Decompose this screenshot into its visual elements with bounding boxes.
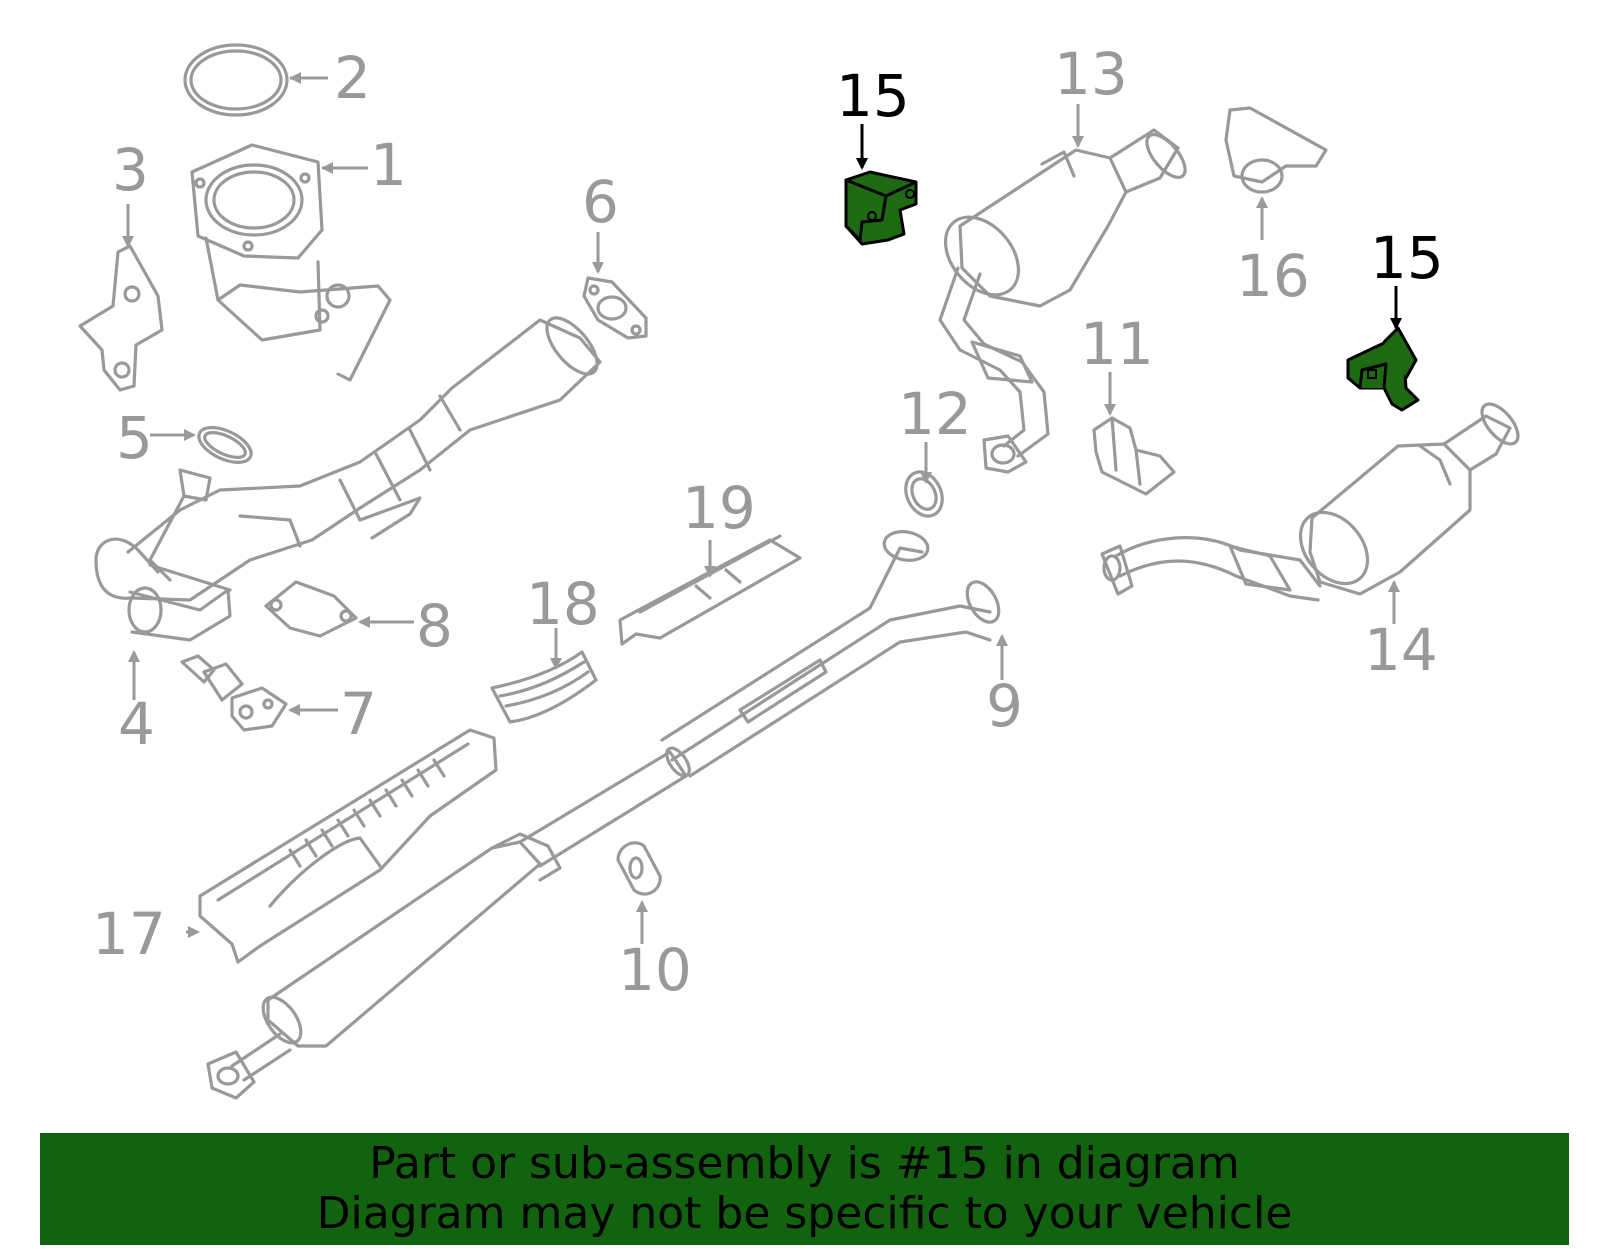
- callout-19: 19: [682, 474, 756, 542]
- part-15-bracket-right: [1346, 326, 1420, 412]
- info-banner: Part or sub-assembly is #15 in diagram D…: [40, 1133, 1569, 1245]
- callout-15-right: 15: [1370, 224, 1444, 292]
- callout-3: 3: [112, 136, 149, 204]
- part-9-center-pipe: [660, 530, 1001, 778]
- callout-1: 1: [370, 131, 407, 199]
- part-main-muffler-pipe: [206, 746, 691, 1100]
- arrowhead-4: [128, 650, 140, 662]
- part-12-gasket: [904, 470, 944, 518]
- callout-4: 4: [118, 690, 155, 758]
- part-11-bracket: [1092, 416, 1176, 496]
- arrowhead-17: [188, 926, 200, 938]
- callout-8: 8: [416, 592, 453, 660]
- part-17-heat-shield: [198, 728, 498, 964]
- callout-16: 16: [1236, 242, 1310, 310]
- arrowhead-9: [996, 634, 1008, 646]
- leader-lines: [122, 72, 1402, 944]
- callout-14: 14: [1364, 616, 1438, 684]
- callout-13: 13: [1054, 40, 1128, 108]
- callout-12: 12: [898, 380, 972, 448]
- part-4-front-pipe: [94, 316, 602, 642]
- callout-18: 18: [526, 570, 600, 638]
- arrowhead-18: [550, 658, 562, 670]
- arrowhead-7: [288, 704, 300, 716]
- banner-line-2: Diagram may not be specific to your vehi…: [316, 1188, 1293, 1239]
- callout-11: 11: [1080, 310, 1154, 378]
- part-1-catalytic-converter: [190, 143, 392, 382]
- arrowhead-11: [1104, 404, 1116, 416]
- callout-6: 6: [582, 168, 619, 236]
- arrowhead-15a: [856, 158, 868, 170]
- part-10-hanger: [616, 841, 662, 896]
- arrowhead-6: [592, 262, 604, 274]
- part-15-bracket-left: [844, 170, 918, 246]
- callout-5: 5: [116, 404, 153, 472]
- part-7-sensor: [180, 654, 288, 732]
- banner-line-1: Part or sub-assembly is #15 in diagram: [369, 1138, 1240, 1189]
- arrowhead-15b: [1390, 318, 1402, 330]
- arrowhead-13: [1072, 136, 1084, 148]
- arrowhead-3: [122, 236, 134, 248]
- part-8-bracket: [264, 580, 358, 638]
- callout-15-left: 15: [836, 62, 910, 130]
- arrowhead-5: [184, 429, 196, 441]
- arrowhead-14: [1388, 580, 1400, 592]
- arrowhead-16: [1256, 196, 1268, 208]
- part-5-gasket: [197, 426, 253, 464]
- callout-2: 2: [334, 44, 371, 112]
- part-16-finisher: [1224, 106, 1328, 194]
- arrowhead-10: [636, 900, 648, 912]
- arrowhead-1: [321, 162, 333, 174]
- part-18-heat-shield: [490, 650, 598, 724]
- callout-10: 10: [618, 936, 692, 1004]
- part-14-rear-muffler: [1100, 402, 1520, 602]
- part-2-gasket: [183, 43, 289, 117]
- arrowhead-2: [289, 72, 301, 84]
- part-13-rear-muffler: [938, 128, 1187, 474]
- callout-9: 9: [986, 672, 1023, 740]
- callout-17: 17: [92, 900, 166, 968]
- part-3-bracket: [78, 244, 164, 392]
- callout-7: 7: [340, 680, 377, 748]
- callout-labels: 1 2 3 4 5 6 7 8 9 10 11 12 13 14 15 15 1…: [92, 40, 1444, 1004]
- part-6-gasket: [582, 276, 648, 340]
- arrowhead-8: [358, 616, 370, 628]
- arrowhead-12: [920, 472, 932, 484]
- arrowhead-19: [704, 566, 716, 578]
